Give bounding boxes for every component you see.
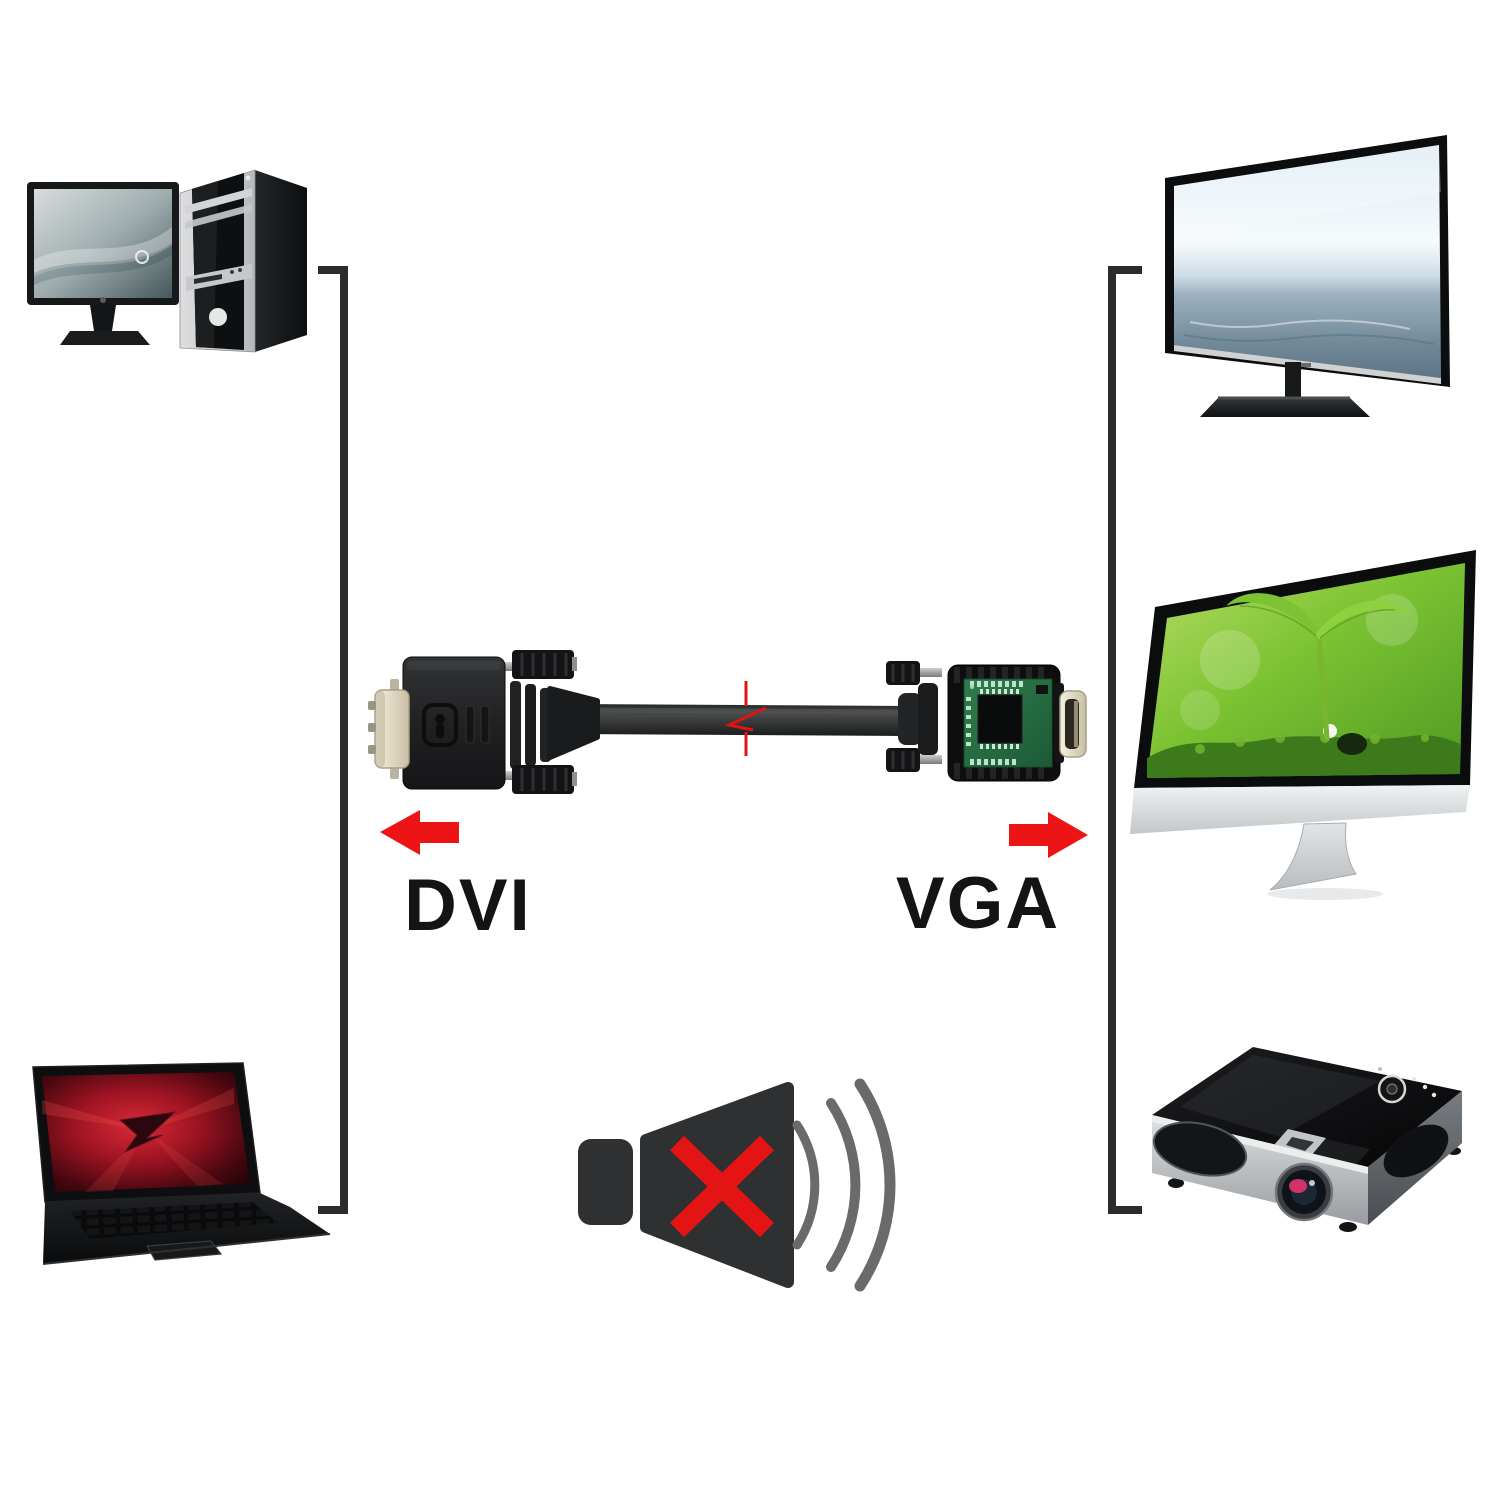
projector-icon (1152, 1047, 1462, 1232)
laptop-icon (32, 1062, 331, 1265)
cable-break-icon (724, 681, 767, 756)
vga-label: VGA (895, 863, 1061, 944)
bracket-right (1108, 266, 1142, 1214)
bracket-left (318, 266, 348, 1214)
vga-connector (886, 661, 1087, 782)
tv-icon (1165, 135, 1450, 417)
dvi-connector (368, 650, 600, 794)
desktop-monitor-icon (1130, 550, 1476, 900)
arrow-right-icon (1009, 812, 1088, 858)
arrow-left-icon (380, 810, 459, 855)
no-audio-cross (670, 1135, 774, 1238)
sound-waves (792, 1078, 896, 1292)
desktop-computer-icon (27, 169, 307, 353)
cable-wire (550, 704, 920, 736)
dvi-to-vga-cable (368, 650, 1087, 794)
dvi-label: DVI (404, 865, 532, 946)
muted-speaker-icon (578, 1078, 896, 1292)
